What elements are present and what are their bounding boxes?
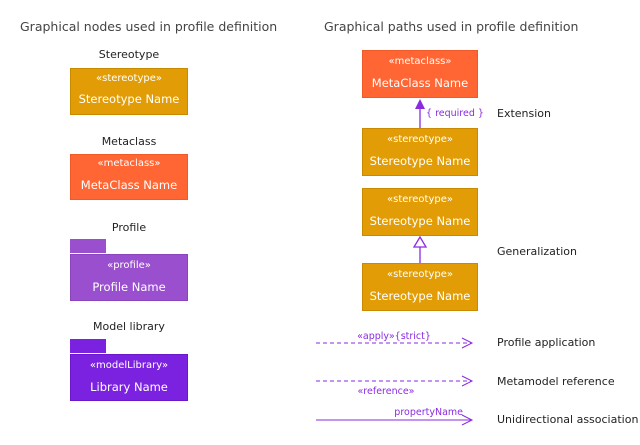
application-label: Profile application (497, 336, 596, 349)
extension-metaclass-name: MetaClass Name (371, 76, 469, 90)
extension-connector[interactable] (415, 99, 425, 128)
generalization-child-node[interactable]: «stereotype» Stereotype Name (362, 263, 478, 311)
application-arrowhead (461, 337, 474, 349)
library-keyword: «modelLibrary» (89, 360, 169, 371)
generalization-parent-name: Stereotype Name (369, 214, 471, 228)
left-heading: Graphical nodes used in profile definiti… (20, 19, 278, 34)
right-heading: Graphical paths used in profile definiti… (324, 19, 579, 34)
extension-stereotype-keyword: «stereotype» (386, 134, 454, 145)
profile-caption: Profile (111, 221, 147, 234)
profile-node[interactable]: «profile» Profile Name (70, 254, 188, 301)
reference-arrowhead (461, 375, 474, 387)
association-label: Unidirectional association (497, 413, 639, 426)
reference-connector[interactable] (316, 375, 474, 387)
extension-constraint: { required } (426, 108, 484, 119)
library-caption: Model library (93, 320, 165, 333)
association-text: propertyName (394, 407, 463, 418)
association-arrowhead (461, 414, 474, 426)
metaclass-keyword: «metaclass» (97, 158, 161, 169)
stereotype-name: Stereotype Name (78, 92, 180, 106)
extension-metaclass-keyword: «metaclass» (388, 56, 452, 67)
metaclass-name: MetaClass Name (80, 178, 178, 192)
profile-name: Profile Name (92, 280, 166, 294)
association-connector[interactable] (316, 414, 474, 426)
metaclass-node[interactable]: «metaclass» MetaClass Name (70, 154, 188, 200)
extension-arrowhead (415, 99, 425, 109)
library-package-tab (70, 339, 106, 353)
metaclass-caption: Metaclass (101, 135, 157, 148)
stereotype-keyword: «stereotype» (95, 73, 163, 84)
stereotype-caption: Stereotype (98, 48, 160, 61)
generalization-child-keyword: «stereotype» (386, 269, 454, 280)
reference-text: «reference» (358, 386, 415, 397)
reference-label: Metamodel reference (497, 375, 615, 388)
library-node[interactable]: «modelLibrary» Library Name (70, 354, 188, 401)
extension-label: Extension (497, 107, 552, 120)
extension-stereotype-node[interactable]: «stereotype» Stereotype Name (362, 128, 478, 176)
extension-stereotype-name: Stereotype Name (369, 154, 471, 168)
generalization-parent-keyword: «stereotype» (386, 194, 454, 205)
generalization-label: Generalization (497, 245, 577, 258)
profile-keyword: «profile» (107, 260, 151, 271)
extension-metaclass-node[interactable]: «metaclass» MetaClass Name (362, 50, 478, 98)
library-name: Library Name (90, 380, 168, 394)
application-connector[interactable] (316, 337, 474, 349)
application-text: «apply»{strict} (357, 331, 431, 342)
generalization-child-name: Stereotype Name (369, 289, 471, 303)
generalization-arrowhead (412, 235, 428, 248)
generalization-parent-node[interactable]: «stereotype» Stereotype Name (362, 188, 478, 236)
generalization-connector[interactable] (412, 235, 428, 263)
profile-package-tab (70, 239, 106, 253)
stereotype-node[interactable]: «stereotype» Stereotype Name (70, 68, 188, 115)
